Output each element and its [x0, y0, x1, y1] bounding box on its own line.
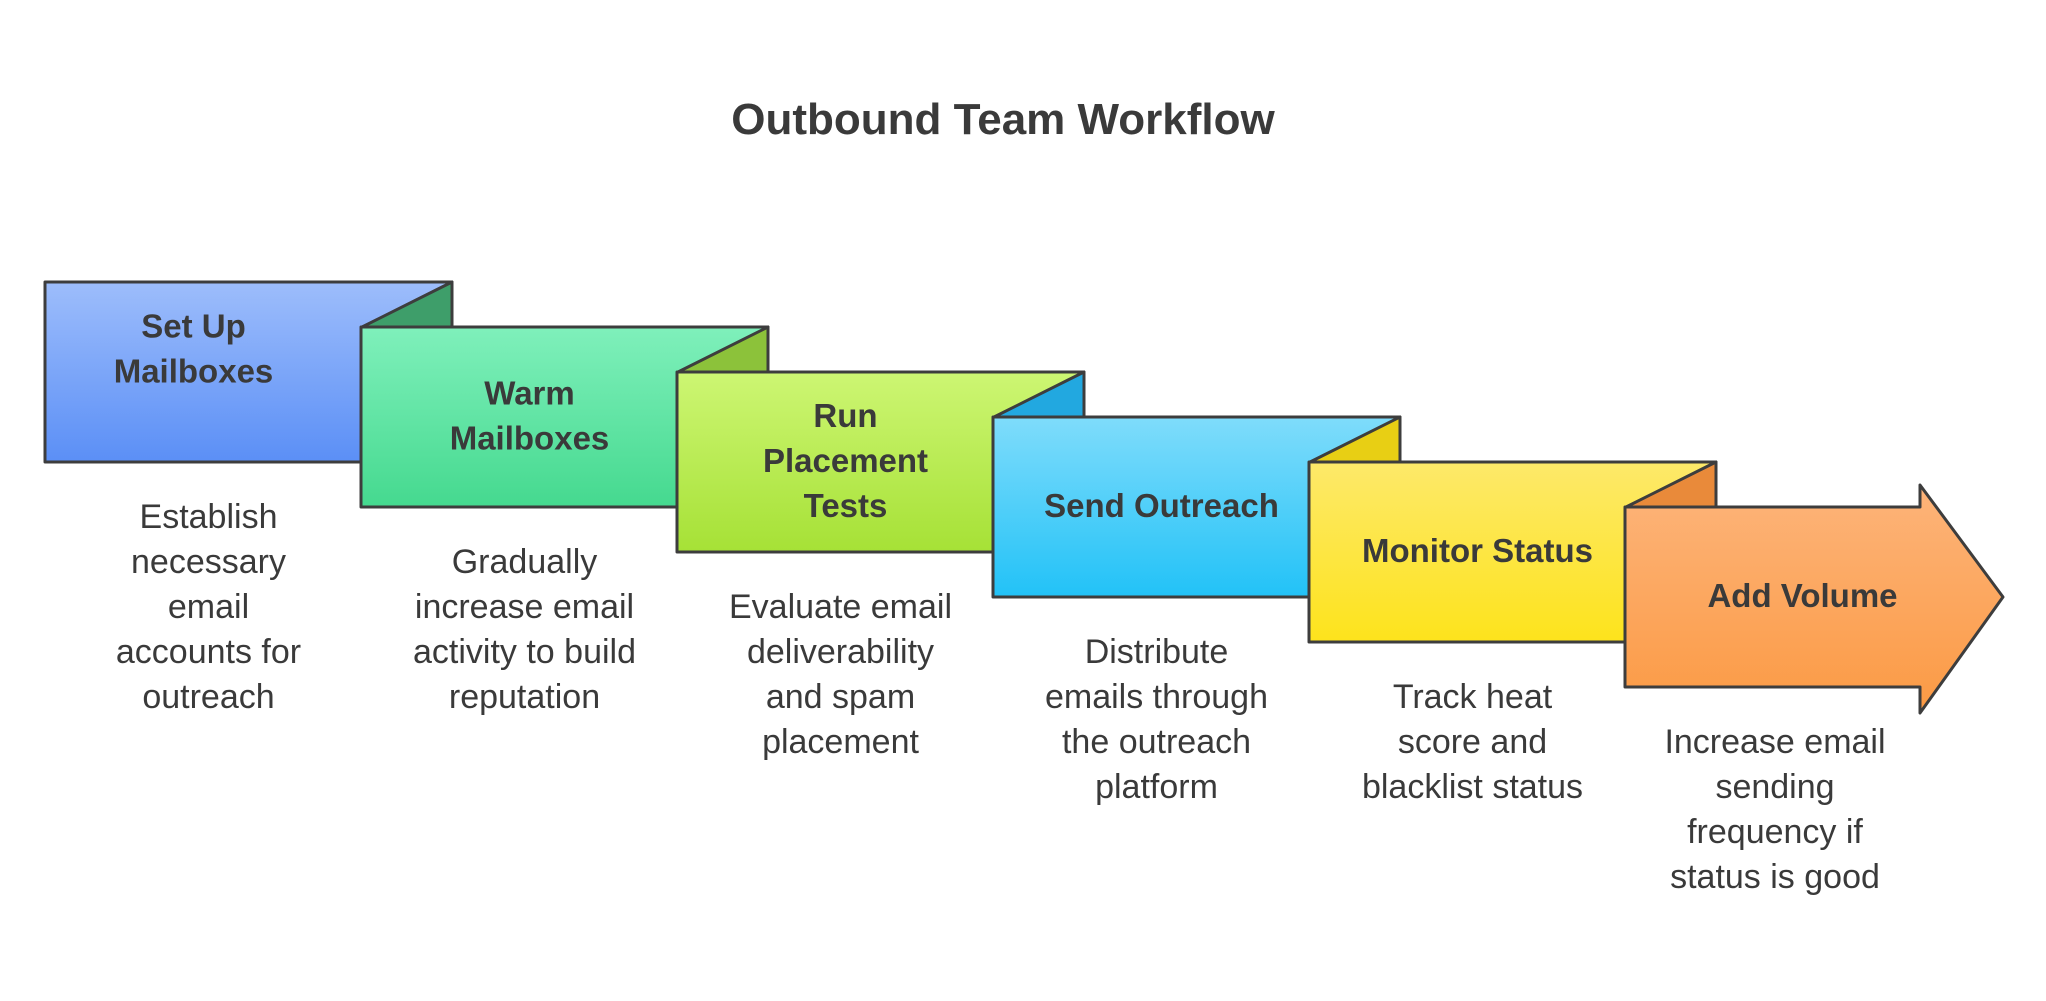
step-5-desc-line: Track heat — [1393, 678, 1553, 716]
step-1-desc-line: Establish — [140, 498, 278, 536]
step-3-desc-line: and spam — [766, 678, 915, 716]
step-2-label-line: Warm — [484, 375, 574, 412]
step-2-desc-line: activity to build — [413, 633, 636, 671]
step-4-desc-line: platform — [1095, 768, 1218, 806]
step-4-desc-line: Distribute — [1085, 633, 1229, 671]
step-6-label-line: Add Volume — [1707, 577, 1897, 614]
step-1-label-line: Mailboxes — [114, 353, 274, 390]
step-4-label-line: Send Outreach — [1044, 487, 1279, 524]
step-6-desc-line: frequency if — [1687, 813, 1863, 851]
diagram-title: Outbound Team Workflow — [731, 95, 1275, 144]
step-3-label-line: Tests — [804, 487, 888, 524]
step-3-desc-line: Evaluate email — [729, 588, 952, 626]
step-1-desc-line: necessary — [131, 543, 286, 581]
step-6-desc-line: status is good — [1670, 858, 1880, 896]
step-5-label-line: Monitor Status — [1362, 532, 1593, 569]
step-5-desc-line: score and — [1398, 723, 1547, 761]
step-6-desc-line: sending — [1715, 768, 1834, 806]
step-4-desc-line: emails through — [1045, 678, 1268, 716]
step-5-desc-line: blacklist status — [1362, 768, 1583, 806]
step-1-desc-line: email — [168, 588, 249, 626]
step-2-label-line: Mailboxes — [450, 420, 610, 457]
step-3-desc-line: placement — [762, 723, 919, 761]
step-3-desc-line: deliverability — [747, 633, 934, 671]
step-shapes — [43, 280, 2005, 715]
step-2-desc-line: reputation — [449, 678, 600, 716]
step-3-label-line: Run — [813, 397, 877, 434]
step-1-label-line: Set Up — [141, 308, 246, 345]
step-2-desc-line: Gradually — [452, 543, 598, 581]
step-1-desc-line: accounts for — [116, 633, 301, 671]
step-2-desc-line: increase email — [415, 588, 634, 626]
step-1-desc-line: outreach — [142, 678, 274, 716]
step-6-desc-line: Increase email — [1664, 723, 1885, 761]
step-4-desc-line: the outreach — [1062, 723, 1251, 761]
step-arrow-6 — [1623, 483, 2005, 715]
step-3-label-line: Placement — [763, 442, 928, 479]
